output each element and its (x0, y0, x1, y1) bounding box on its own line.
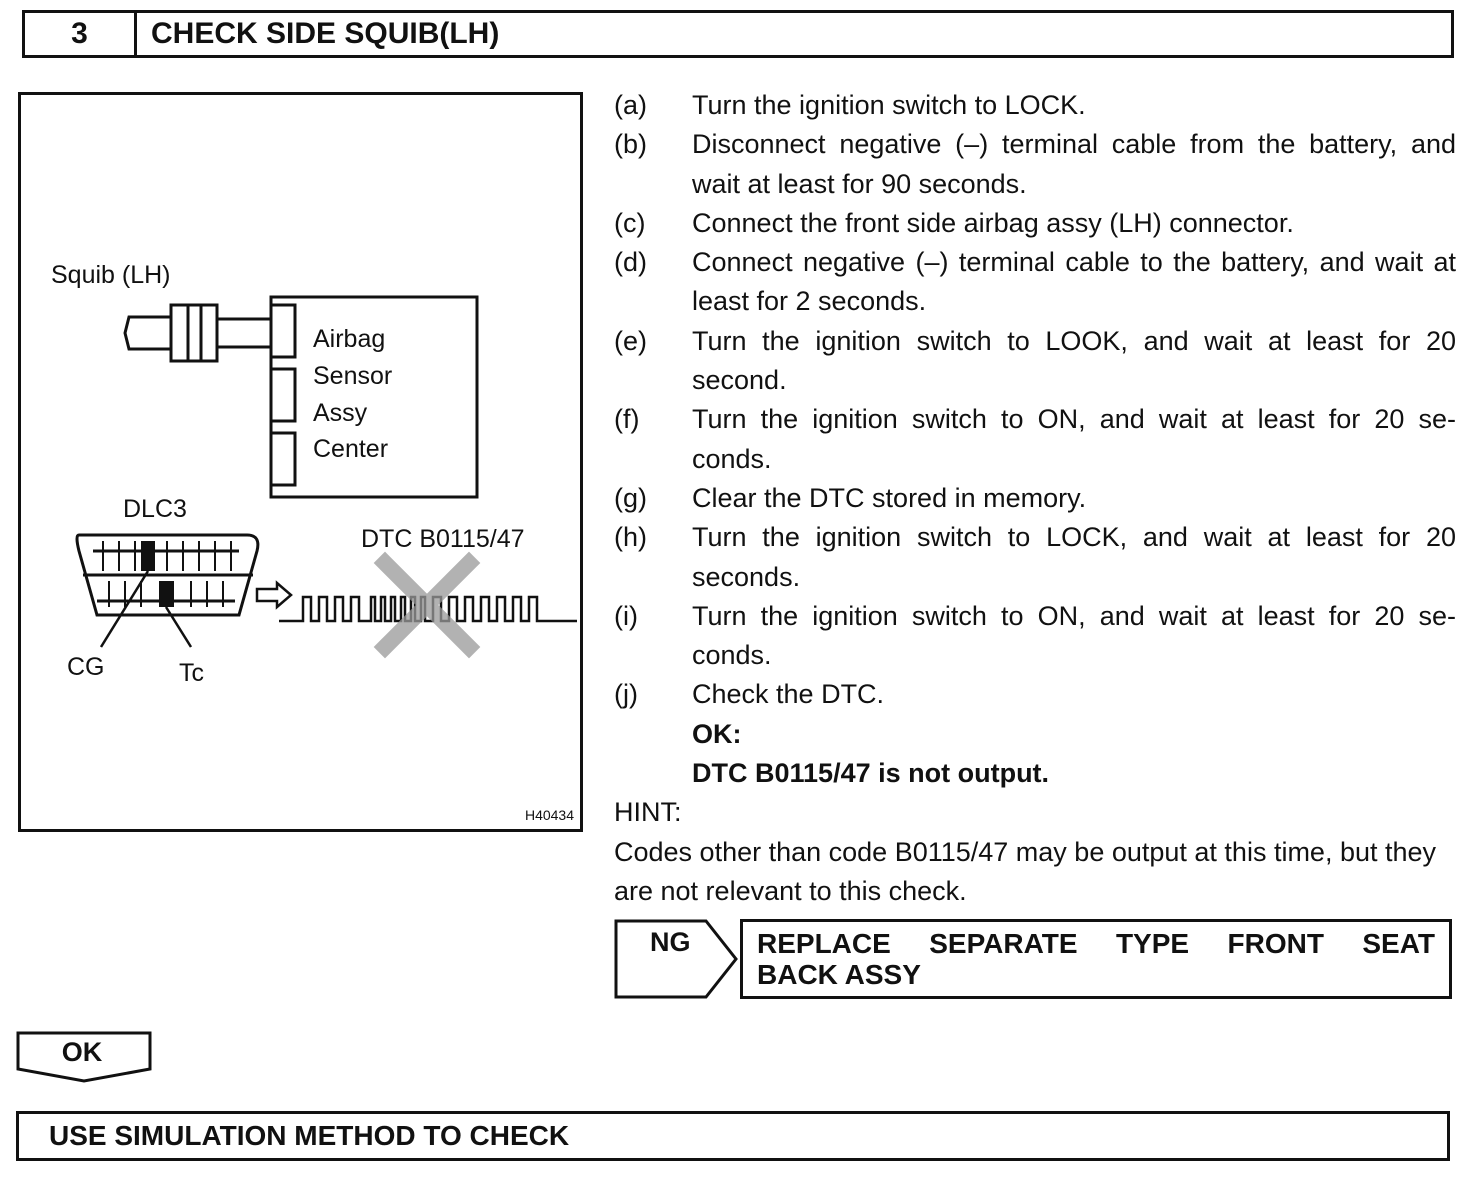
ok-condition: DTC B0115/47 is not output. (692, 758, 1050, 789)
figure-id: H40434 (524, 807, 574, 823)
hint-text: Codes other than code B0115/47 may be ou… (614, 836, 1437, 906)
step-number: 3 (25, 13, 137, 55)
step-h: (h)Turn the ignition switch to LOCK, and… (614, 522, 1456, 592)
ng-label: NG (650, 927, 691, 957)
figure-drawing (75, 295, 577, 659)
ecu-label-line-2: Sensor (313, 362, 393, 390)
ng-action-line-1: REPLACE SEPARATE TYPE FRONT SEAT (757, 928, 1435, 959)
tc-terminal (159, 581, 173, 607)
ok-heading: OK: (692, 718, 742, 749)
ok-down-arrow-icon (16, 1031, 152, 1083)
step-i: (i)Turn the ignition switch to ON, and w… (614, 600, 1456, 671)
ok-result-button[interactable]: OK (16, 1031, 154, 1083)
squib-connector (169, 303, 219, 363)
wiring-figure: Squib (LH) Airbag Sensor Assy Center DLC… (18, 92, 583, 832)
tc-label: Tc (179, 659, 204, 687)
not-output-cross-icon (373, 551, 481, 659)
dlc3-connector (75, 533, 260, 617)
ng-action-line-2: BACK ASSY (757, 959, 921, 990)
step-j: (j)Check the DTC. (614, 679, 885, 710)
step-c: (c)Connect the front side airbag assy (L… (614, 207, 1294, 238)
procedure-steps: (a)Turn the ignition switch to LOCK. (b)… (614, 86, 1456, 911)
next-step-footer[interactable]: USE SIMULATION METHOD TO CHECK (16, 1111, 1450, 1161)
hint-label: HINT: (614, 797, 682, 828)
step-b: (b)Disconnect negative (–) terminal cabl… (614, 129, 1456, 199)
cg-terminal (141, 541, 155, 571)
ecu-label-line-3: Assy (313, 399, 368, 427)
output-arrow-icon (255, 580, 293, 610)
step-f: (f)Turn the ignition switch to ON, and w… (614, 404, 1456, 474)
step-title: CHECK SIDE SQUIB(LH) (151, 17, 500, 50)
step-g: (g)Clear the DTC stored in memory. (614, 482, 1087, 513)
ng-action-box[interactable]: REPLACE SEPARATE TYPE FRONT SEAT BACK AS… (740, 919, 1452, 999)
cg-label: CG (67, 653, 105, 681)
step-header: 3 CHECK SIDE SQUIB(LH) (22, 10, 1454, 58)
dtc-label: DTC B0115/47 (361, 525, 525, 553)
dlc3-label: DLC3 (123, 495, 187, 523)
step-d: (d)Connect negative (–) terminal cable t… (614, 247, 1456, 317)
ng-arrow-icon (614, 919, 738, 999)
ng-result: NG REPLACE SEPARATE TYPE FRONT SEAT BACK… (614, 919, 1452, 999)
ecu-label-line-1: Airbag (313, 325, 386, 353)
step-e: (e)Turn the ignition switch to LOOK, and… (614, 325, 1456, 396)
squib-plug (123, 315, 151, 351)
ecu-label-line-4: Center (313, 435, 389, 463)
step-a: (a)Turn the ignition switch to LOCK. (614, 90, 1086, 120)
ok-button-label: OK (61, 1037, 103, 1067)
squib-label: Squib (LH) (51, 261, 171, 289)
